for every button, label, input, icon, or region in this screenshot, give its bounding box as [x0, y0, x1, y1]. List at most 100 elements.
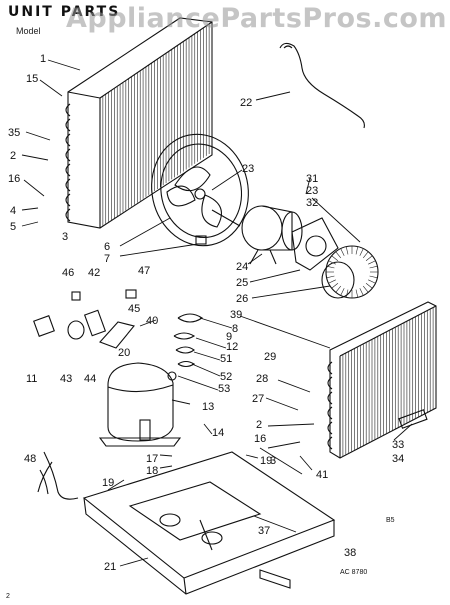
blower-blade — [365, 255, 373, 262]
callout: 51 — [220, 353, 232, 365]
blower-blade — [326, 265, 335, 269]
callout: 31 — [306, 173, 318, 185]
callout: 13 — [202, 401, 214, 413]
blower-blade — [368, 260, 376, 265]
callout: 5 — [10, 221, 16, 233]
reference-code: AC 8780 — [340, 569, 367, 576]
callout: 47 — [138, 265, 150, 277]
tube-bend — [327, 361, 333, 375]
callout: 4 — [10, 205, 16, 217]
callout: 53 — [218, 383, 230, 395]
evaporator-coil — [327, 301, 437, 459]
condenser-coil — [65, 17, 213, 229]
callout: 2 — [256, 419, 262, 431]
callout: 6 — [104, 241, 110, 253]
callout: 41 — [316, 469, 328, 481]
callout: 1 — [40, 53, 46, 65]
callout: 28 — [256, 373, 268, 385]
blower-blade — [362, 251, 369, 259]
leader-lines — [21, 59, 413, 567]
blower-blade — [335, 285, 342, 293]
copper-tube — [279, 42, 365, 129]
fan-motor — [211, 205, 303, 265]
callout: 29 — [264, 351, 276, 363]
model-label: Model — [16, 26, 41, 36]
blower-blade — [340, 288, 345, 296]
tube-bend — [65, 118, 71, 132]
tube-bend — [65, 133, 71, 147]
callout: 15 — [26, 73, 38, 85]
callout: 37 — [258, 525, 270, 537]
small-components — [33, 289, 428, 429]
callout: 35 — [8, 127, 20, 139]
callout: 52 — [220, 371, 232, 383]
blower-blade — [345, 246, 349, 255]
tube-bend — [65, 178, 71, 192]
blower-wheel — [321, 245, 379, 299]
tube-bend — [327, 391, 333, 405]
callout: 16 — [254, 433, 266, 445]
power-cord — [37, 451, 79, 500]
callout: 19 — [102, 477, 114, 489]
tube-bend — [327, 406, 333, 420]
callout: 12 — [226, 341, 238, 353]
tube-bend — [327, 421, 333, 435]
callout: 44 — [84, 373, 96, 385]
blower-blade — [331, 282, 339, 289]
tube-bend — [327, 376, 333, 390]
callout: 38 — [344, 547, 356, 559]
base-pan — [82, 451, 336, 595]
callout: 2 — [10, 150, 16, 162]
blower-blade — [369, 275, 378, 279]
blower-blade — [331, 255, 339, 262]
callout: 3 — [62, 231, 68, 243]
callout: 23 — [306, 185, 318, 197]
blower-blade — [355, 246, 359, 255]
callout: 17 — [146, 453, 158, 465]
compressor — [98, 362, 182, 447]
callout: 32 — [306, 197, 318, 209]
callout: 8 — [232, 323, 238, 335]
watermark-logo: AppliancePartsPros.com — [66, 3, 448, 34]
callout-labels: 1 15 35 2 16 4 5 3 22 23 6 7 31 23 32 24… — [6, 53, 404, 600]
tube-bend — [65, 208, 71, 222]
blower-blade — [328, 260, 336, 265]
tube-bend — [65, 163, 71, 177]
callout: 27 — [252, 393, 264, 405]
callout: 46 — [62, 267, 74, 279]
callout: 21 — [104, 561, 116, 573]
diagram-title: UNIT PARTS — [8, 4, 121, 20]
callout: 25 — [236, 277, 248, 289]
blower-blade — [362, 285, 369, 293]
blower-blade — [359, 248, 364, 256]
tube-bend — [65, 103, 71, 117]
blower-blade — [340, 248, 345, 256]
callout: 26 — [236, 293, 248, 305]
blower-blade — [368, 279, 376, 284]
code-b5: B5 — [386, 517, 395, 524]
callout: 42 — [88, 267, 100, 279]
callout: 34 — [392, 453, 404, 465]
blower-plate — [291, 217, 339, 271]
tube-bend — [65, 148, 71, 162]
blower-blade — [326, 275, 335, 279]
callout: 3 — [270, 455, 276, 467]
blower-blade — [345, 289, 349, 298]
blower-blade — [359, 288, 364, 296]
callout: 40 — [146, 315, 158, 327]
page-mark: 2 — [6, 593, 10, 600]
callout: 11 — [26, 373, 37, 385]
blower-blade — [369, 265, 378, 269]
callout: 39 — [230, 309, 242, 321]
callout: 45 — [128, 303, 140, 315]
callout: 48 — [24, 453, 36, 465]
callout: 9 — [226, 331, 232, 343]
callout: 14 — [212, 427, 224, 439]
callout: 20 — [118, 347, 130, 359]
callout: 18 — [146, 465, 158, 477]
callout: 16 — [8, 173, 20, 185]
tube-bend — [65, 193, 71, 207]
callout: 7 — [104, 253, 110, 265]
tube-bend — [327, 436, 333, 450]
